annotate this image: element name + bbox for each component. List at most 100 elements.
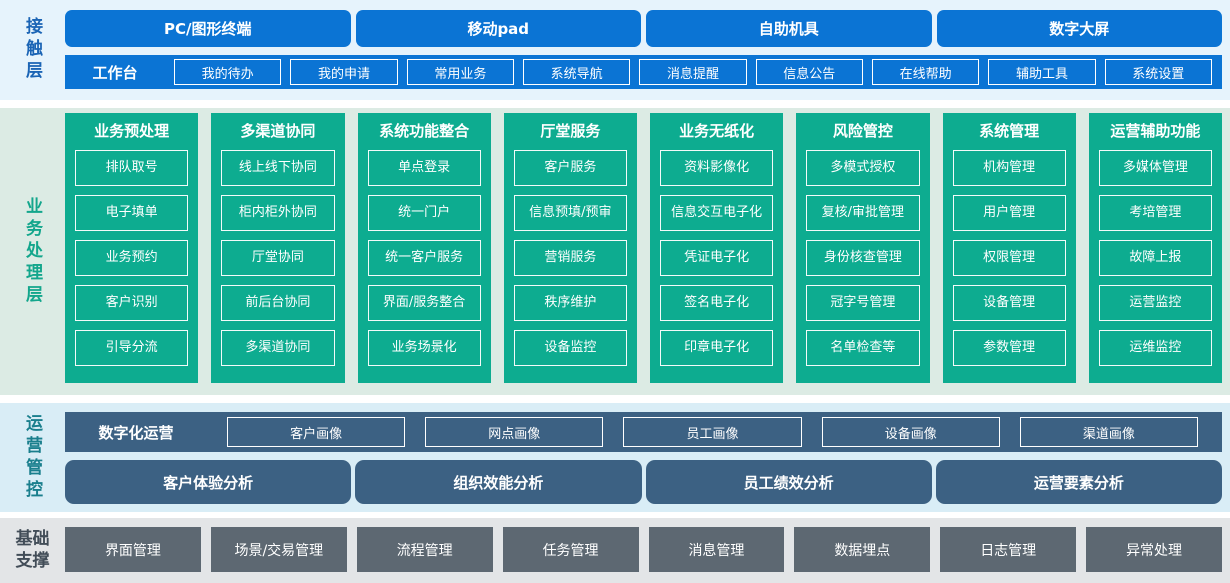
column-item: 客户识别 bbox=[75, 285, 189, 321]
business-layer-label-col: 业务处理层 bbox=[0, 108, 65, 395]
workbench-item-apply: 我的申请 bbox=[290, 59, 398, 85]
workbench-item-notice: 信息公告 bbox=[755, 59, 863, 85]
column-item: 运营监控 bbox=[1098, 285, 1212, 321]
business-column-ops-aux: 运营辅助功能 多媒体管理 考培管理 故障上报 运营监控 运维监控 bbox=[1088, 113, 1222, 383]
operations-layer: 运营管控 数字化运营 客户画像 网点画像 员工画像 设备画像 渠道画像 客户体验… bbox=[0, 403, 1230, 512]
operations-layer-label: 运营管控 bbox=[22, 413, 42, 502]
terminal-pad: 移动pad bbox=[355, 10, 641, 47]
column-item: 设备管理 bbox=[952, 285, 1066, 321]
column-item: 多媒体管理 bbox=[1098, 150, 1212, 186]
column-title: 系统管理 bbox=[979, 122, 1040, 140]
column-title: 风险管控 bbox=[832, 122, 893, 140]
column-item: 权限管理 bbox=[952, 240, 1066, 276]
analysis-staff-performance: 员工绩效分析 bbox=[645, 460, 932, 504]
digital-ops-bar: 数字化运营 客户画像 网点画像 员工画像 设备画像 渠道画像 bbox=[65, 412, 1222, 452]
column-item: 身份核查管理 bbox=[806, 240, 920, 276]
analysis-row: 客户体验分析 组织效能分析 员工绩效分析 运营要素分析 bbox=[65, 460, 1222, 504]
column-item: 设备监控 bbox=[513, 330, 627, 366]
workbench-item-common: 常用业务 bbox=[406, 59, 514, 85]
workbench-item-help: 在线帮助 bbox=[871, 59, 980, 85]
ops-item-device-portrait: 设备画像 bbox=[821, 417, 1000, 447]
workbench-item-tools: 辅助工具 bbox=[988, 59, 1096, 85]
terminal-self-service: 自助机具 bbox=[646, 10, 932, 47]
column-item: 运维监控 bbox=[1098, 330, 1212, 366]
ops-item-customer-portrait: 客户画像 bbox=[227, 417, 406, 447]
column-item: 考培管理 bbox=[1098, 195, 1212, 231]
column-item: 信息预填/预审 bbox=[513, 195, 627, 231]
business-columns: 业务预处理 排队取号 电子填单 业务预约 客户识别 引导分流 多渠道协同 线上线… bbox=[65, 108, 1222, 383]
terminal-pc: PC/图形终端 bbox=[65, 10, 351, 47]
foundation-layer-label: 基础支撑 bbox=[15, 529, 50, 571]
column-item: 前后台协同 bbox=[221, 285, 335, 321]
analysis-org-efficiency: 组织效能分析 bbox=[355, 460, 642, 504]
column-item: 复核/审批管理 bbox=[806, 195, 920, 231]
column-item: 故障上报 bbox=[1098, 240, 1212, 276]
column-item: 用户管理 bbox=[952, 195, 1066, 231]
foundation-process-mgmt: 流程管理 bbox=[356, 527, 493, 572]
foundation-layer: 基础支撑 界面管理 场景/交易管理 流程管理 任务管理 消息管理 数据埋点 日志… bbox=[0, 518, 1230, 583]
business-column-integration: 系统功能整合 单点登录 统一门户 统一客户服务 界面/服务整合 业务场景化 bbox=[357, 113, 491, 383]
column-item: 印章电子化 bbox=[660, 330, 774, 366]
business-column-preprocess: 业务预处理 排队取号 电子填单 业务预约 客户识别 引导分流 bbox=[65, 113, 199, 383]
column-item: 排队取号 bbox=[75, 150, 189, 186]
contact-layer-label-col: 接触层 bbox=[0, 0, 65, 100]
column-item: 营销服务 bbox=[513, 240, 627, 276]
foundation-task-mgmt: 任务管理 bbox=[502, 527, 639, 572]
contact-layer: 接触层 PC/图形终端 移动pad 自助机具 数字大屏 工作台 我的待办 我的申… bbox=[0, 0, 1230, 100]
ops-item-staff-portrait: 员工画像 bbox=[623, 417, 802, 447]
column-item: 名单检查等 bbox=[806, 330, 920, 366]
workbench-item-nav: 系统导航 bbox=[522, 59, 631, 85]
column-item: 参数管理 bbox=[952, 330, 1066, 366]
business-column-multichannel: 多渠道协同 线上线下协同 柜内柜外协同 厅堂协同 前后台协同 多渠道协同 bbox=[211, 113, 345, 383]
analysis-customer-experience: 客户体验分析 bbox=[65, 460, 352, 504]
column-title: 多渠道协同 bbox=[240, 122, 316, 140]
column-title: 业务无纸化 bbox=[679, 122, 755, 140]
operations-layer-label-col: 运营管控 bbox=[0, 403, 65, 512]
workbench-item-settings: 系统设置 bbox=[1104, 59, 1212, 85]
workbench-bar: 工作台 我的待办 我的申请 常用业务 系统导航 消息提醒 信息公告 在线帮助 辅… bbox=[65, 55, 1222, 89]
business-layer-label: 业务处理层 bbox=[22, 196, 42, 307]
column-item: 柜内柜外协同 bbox=[221, 195, 335, 231]
foundation-message-mgmt: 消息管理 bbox=[648, 527, 785, 572]
column-item: 冠字号管理 bbox=[806, 285, 920, 321]
foundation-scene-txn-mgmt: 场景/交易管理 bbox=[210, 527, 347, 572]
workbench-item-todo: 我的待办 bbox=[174, 59, 282, 85]
column-item: 统一门户 bbox=[367, 195, 481, 231]
column-item: 线上线下协同 bbox=[221, 150, 335, 186]
column-item: 单点登录 bbox=[367, 150, 481, 186]
column-item: 机构管理 bbox=[952, 150, 1066, 186]
business-column-system-mgmt: 系统管理 机构管理 用户管理 权限管理 设备管理 参数管理 bbox=[942, 113, 1076, 383]
column-item: 资料影像化 bbox=[660, 150, 774, 186]
foundation-row: 界面管理 场景/交易管理 流程管理 任务管理 消息管理 数据埋点 日志管理 异常… bbox=[65, 518, 1222, 572]
column-title: 运营辅助功能 bbox=[1110, 122, 1201, 140]
ops-item-branch-portrait: 网点画像 bbox=[425, 417, 604, 447]
column-item: 业务场景化 bbox=[367, 330, 481, 366]
foundation-data-tracking: 数据埋点 bbox=[794, 527, 931, 572]
workbench-item-message: 消息提醒 bbox=[639, 59, 747, 85]
column-title: 厅堂服务 bbox=[540, 122, 601, 140]
column-item: 引导分流 bbox=[75, 330, 189, 366]
column-title: 系统功能整合 bbox=[379, 122, 470, 140]
business-column-lobby: 厅堂服务 客户服务 信息预填/预审 营销服务 秩序维护 设备监控 bbox=[503, 113, 637, 383]
column-item: 多模式授权 bbox=[806, 150, 920, 186]
column-item: 界面/服务整合 bbox=[367, 285, 481, 321]
column-item: 厅堂协同 bbox=[221, 240, 335, 276]
column-item: 统一客户服务 bbox=[367, 240, 481, 276]
business-layer: 业务处理层 业务预处理 排队取号 电子填单 业务预约 客户识别 引导分流 多渠道… bbox=[0, 108, 1230, 395]
analysis-ops-elements: 运营要素分析 bbox=[935, 460, 1222, 504]
column-item: 信息交互电子化 bbox=[660, 195, 774, 231]
foundation-ui-mgmt: 界面管理 bbox=[65, 527, 201, 572]
business-column-paperless: 业务无纸化 资料影像化 信息交互电子化 凭证电子化 签名电子化 印章电子化 bbox=[650, 113, 784, 383]
foundation-log-mgmt: 日志管理 bbox=[940, 527, 1077, 572]
column-item: 秩序维护 bbox=[513, 285, 627, 321]
ops-item-channel-portrait: 渠道画像 bbox=[1019, 417, 1199, 447]
terminal-row: PC/图形终端 移动pad 自助机具 数字大屏 bbox=[65, 0, 1222, 47]
digital-ops-label: 数字化运营 bbox=[98, 423, 174, 442]
workbench-label: 工作台 bbox=[92, 63, 138, 82]
foundation-exception-handling: 异常处理 bbox=[1086, 527, 1222, 572]
column-item: 凭证电子化 bbox=[660, 240, 774, 276]
column-item: 客户服务 bbox=[513, 150, 627, 186]
contact-layer-label: 接触层 bbox=[22, 17, 42, 83]
column-item: 电子填单 bbox=[75, 195, 189, 231]
foundation-layer-label-col: 基础支撑 bbox=[0, 518, 65, 583]
